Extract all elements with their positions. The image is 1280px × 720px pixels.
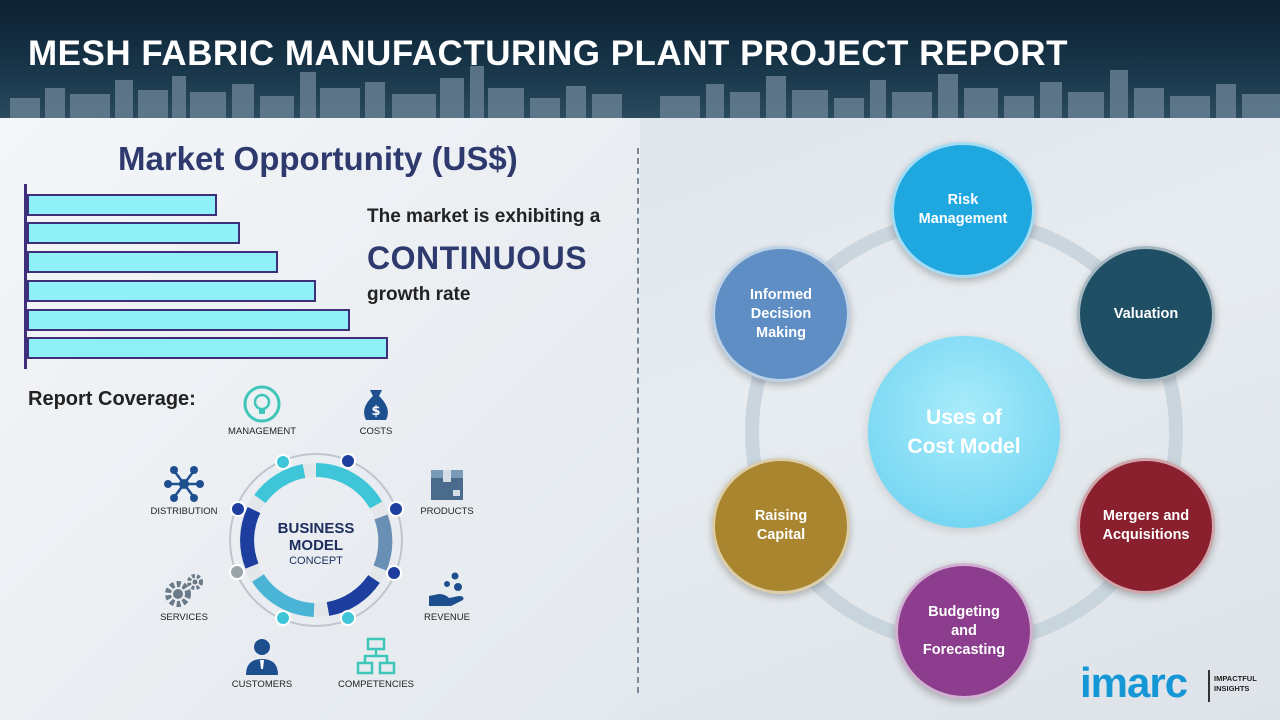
coverage-products: PRODUCTS xyxy=(392,464,502,517)
logo-tag-line2: INSIGHTS xyxy=(1214,684,1250,693)
market-statement-line3: growth rate xyxy=(367,284,471,305)
header-banner: MESH FABRIC MANUFACTURING PLANT PROJECT … xyxy=(0,0,1280,118)
risk-management-label: Risk Management xyxy=(918,192,1008,227)
imarc-logo: imarc IMPACTFUL INSIGHTS xyxy=(1080,660,1270,710)
informed-decision-circle: Informed Decision Making xyxy=(712,246,850,382)
coverage-competencies-label: COMPETENCIES xyxy=(337,679,414,690)
coverage-services: SERVICES xyxy=(129,570,239,623)
coverage-customers-label: CUSTOMERS xyxy=(231,679,293,690)
coverage-products-label: PRODUCTS xyxy=(420,506,474,517)
raising-capital-circle: Raising Capital xyxy=(712,458,850,594)
market-bar-1 xyxy=(27,194,217,216)
city-skyline-image xyxy=(10,66,1280,118)
business-model-concept: BUSINESS MODEL CONCEPT xyxy=(256,520,376,568)
coverage-distribution: DISTRIBUTION xyxy=(129,464,239,517)
business-model-wheel xyxy=(229,453,404,627)
logo-tag-line1: IMPACTFUL xyxy=(1214,674,1257,683)
coverage-management: MANAGEMENT xyxy=(207,384,317,437)
gears-icon xyxy=(165,574,203,607)
valuation-circle: Valuation xyxy=(1077,246,1215,382)
coverage-services-label: SERVICES xyxy=(160,612,208,623)
customer-person-icon xyxy=(246,639,278,675)
market-statement-line1: The market is exhibiting a xyxy=(367,206,601,227)
lightbulb-cycle-icon xyxy=(243,385,281,423)
coverage-costs: $ COSTS xyxy=(321,384,431,437)
logo-wordmark: imarc xyxy=(1080,659,1188,706)
coverage-revenue: REVENUE xyxy=(392,570,502,623)
coverage-customers: CUSTOMERS xyxy=(207,637,317,690)
dashed-divider xyxy=(637,148,639,693)
risk-management-circle: Risk Management xyxy=(891,142,1035,278)
hand-coins-icon xyxy=(429,572,464,606)
market-bar-6 xyxy=(27,337,388,359)
market-bar-2 xyxy=(27,222,240,244)
market-statement-highlight: CONTINUOUS xyxy=(367,240,588,276)
left-panel xyxy=(0,118,640,720)
report-coverage-title: Report Coverage: xyxy=(28,388,196,410)
coverage-distribution-label: DISTRIBUTION xyxy=(150,506,218,517)
page-title: MESH FABRIC MANUFACTURING PLANT PROJECT … xyxy=(28,34,1068,73)
coverage-competencies: COMPETENCIES xyxy=(321,637,431,690)
center-line1: Uses of xyxy=(926,406,1002,429)
hierarchy-icon xyxy=(356,637,396,675)
uses-of-cost-model-center: Uses of Cost Model xyxy=(868,336,1060,528)
box-products-icon xyxy=(431,470,463,500)
market-bar-5 xyxy=(27,309,350,331)
market-opportunity-title: Market Opportunity (US$) xyxy=(118,140,518,177)
logo-tagline: IMPACTFUL INSIGHTS xyxy=(1214,674,1257,694)
mergers-acquisitions-circle: Mergers and Acquisitions xyxy=(1077,458,1215,594)
coverage-revenue-label: REVENUE xyxy=(424,612,470,623)
budgeting-forecasting-circle: Budgeting and Forecasting xyxy=(895,563,1033,699)
market-bar-chart xyxy=(24,184,404,369)
raising-capital-label: Raising Capital xyxy=(754,508,808,543)
center-line2: Cost Model xyxy=(907,435,1021,458)
concept-line3: CONCEPT xyxy=(289,555,343,567)
market-bar-3 xyxy=(27,251,278,273)
logo-separator xyxy=(1208,670,1210,702)
bar-chart-axis xyxy=(24,184,27,369)
budgeting-forecasting-label: Budgeting and Forecasting xyxy=(922,603,1006,658)
concept-line1: BUSINESS xyxy=(277,520,355,537)
svg-text:$: $ xyxy=(371,404,380,419)
market-bar-4 xyxy=(27,280,316,302)
informed-decision-label: Informed Decision Making xyxy=(749,286,813,341)
valuation-label: Valuation xyxy=(1113,305,1179,322)
mergers-acquisitions-label: Mergers and Acquisitions xyxy=(1102,508,1190,543)
concept-line2: MODEL xyxy=(288,537,344,554)
coverage-management-label: MANAGEMENT xyxy=(227,426,297,437)
money-bag-icon: $ xyxy=(364,390,388,420)
coverage-costs-label: COSTS xyxy=(359,426,393,437)
network-nodes-icon xyxy=(164,466,204,502)
